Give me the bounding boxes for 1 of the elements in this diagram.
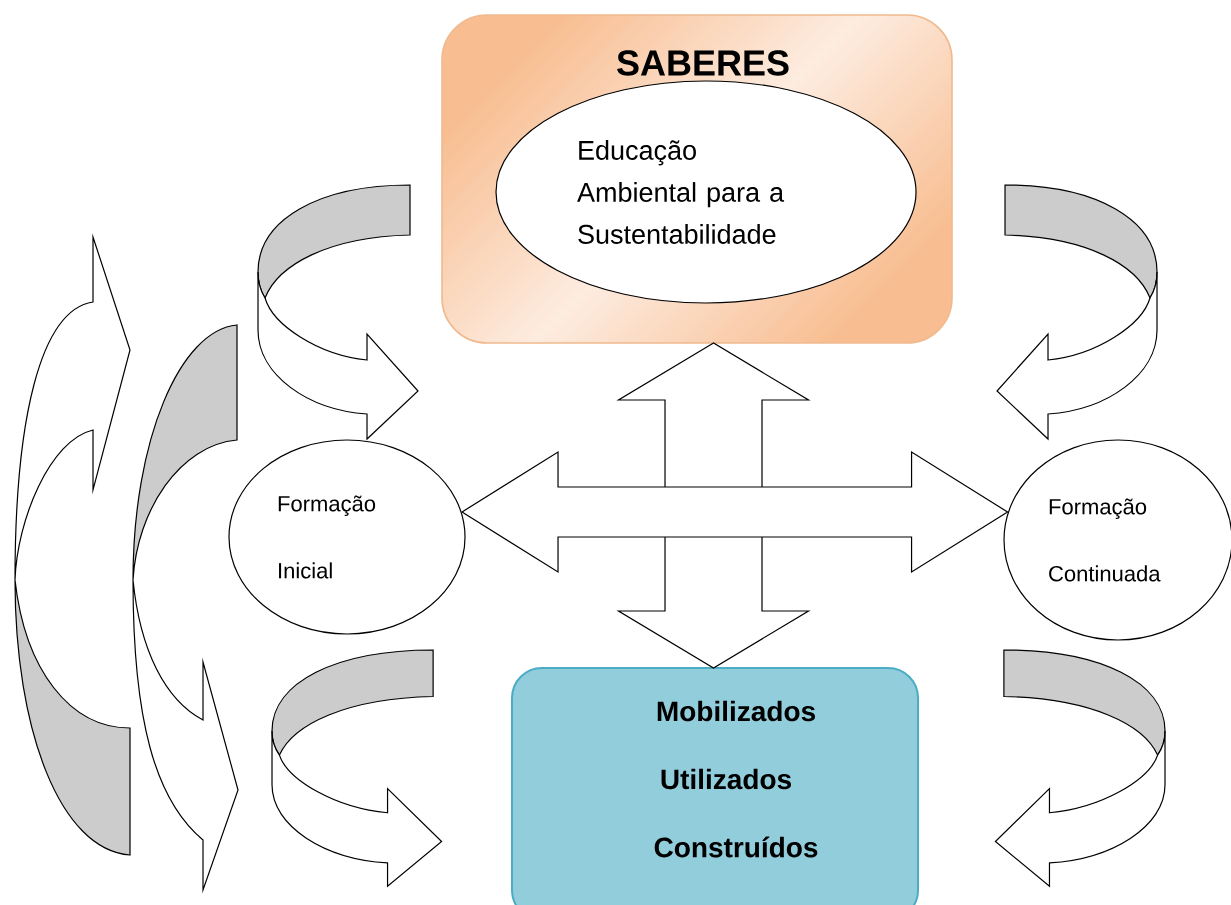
rounded-box: Mobilizados Utilizados Construídos <box>511 667 919 905</box>
